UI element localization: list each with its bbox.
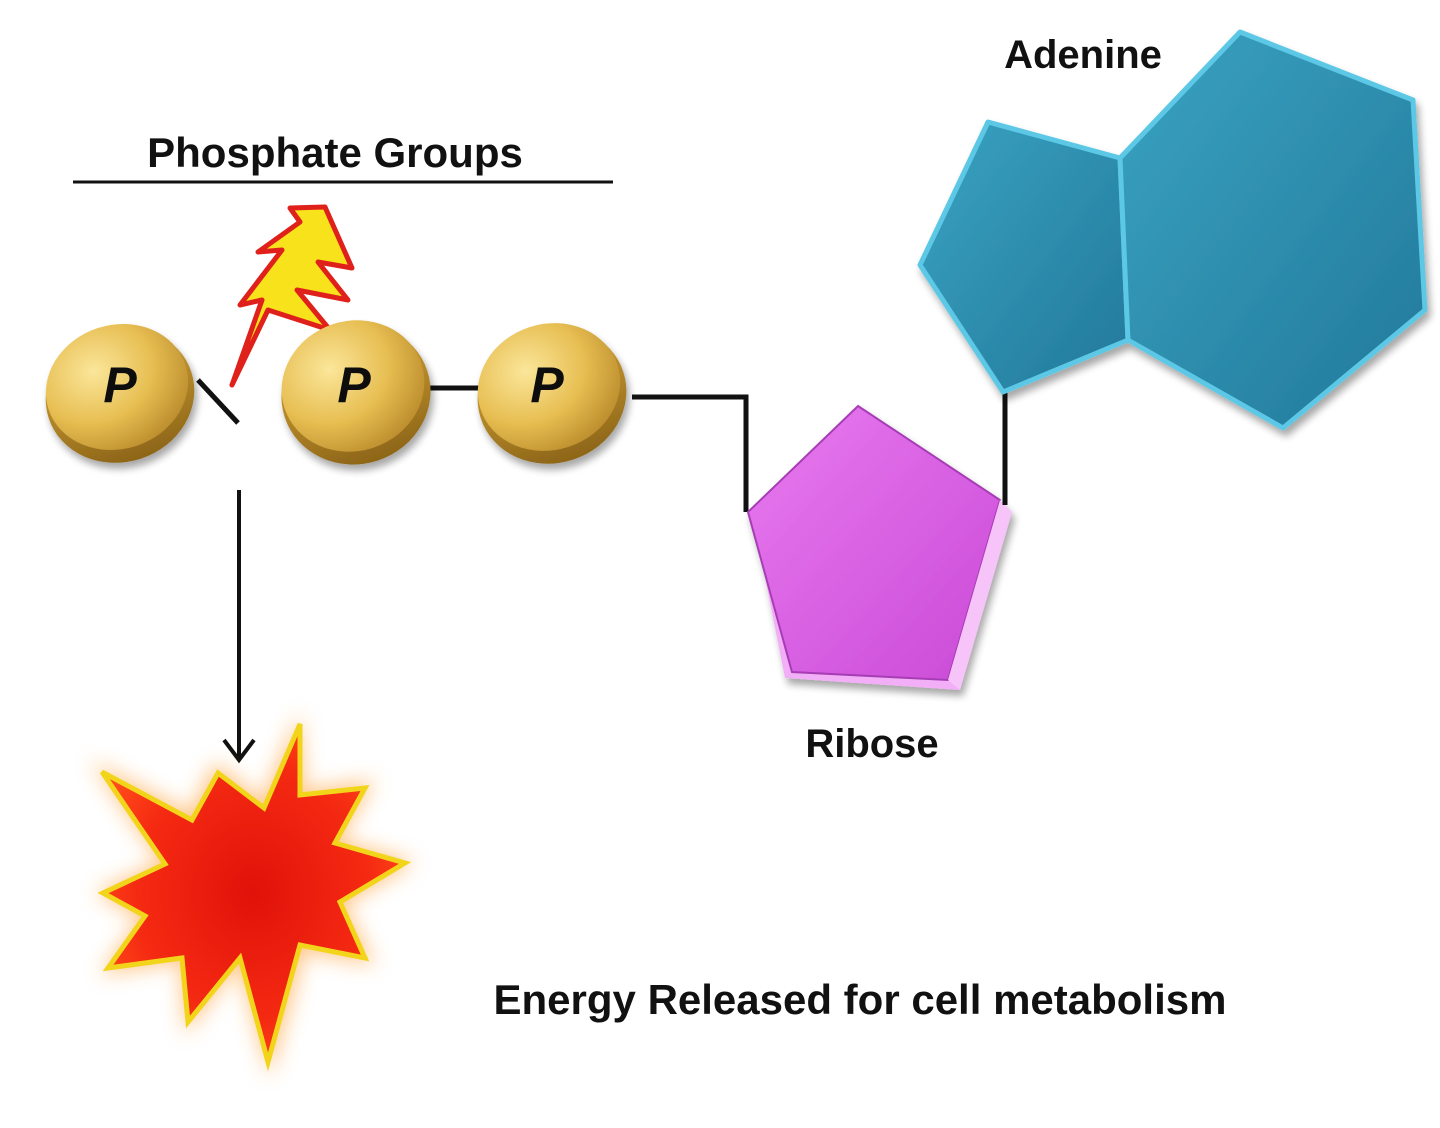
adenine-rings [917,29,1428,431]
phosphate-letter: P [103,357,137,413]
phosphate-letter: P [337,357,371,413]
phosphate-letter: P [530,357,564,413]
lightning-bolt-icon [229,204,355,388]
broken-bond-line [196,378,240,425]
ribose-label: Ribose [805,722,938,766]
phosphate-groups-label: Phosphate Groups [147,129,523,176]
phosphate-group: P [45,323,195,463]
phosphate-group: P [477,323,627,464]
energy-burst-icon [90,712,415,1078]
phosphate-ribose-bond-line [632,394,749,512]
adenine-label: Adenine [1004,33,1162,77]
energy-arrow-head-icon [222,738,256,764]
energy-released-label: Energy Released for cell metabolism [494,976,1227,1023]
phosphate-group: P [281,320,431,465]
ribose-pentagon [746,404,1012,690]
